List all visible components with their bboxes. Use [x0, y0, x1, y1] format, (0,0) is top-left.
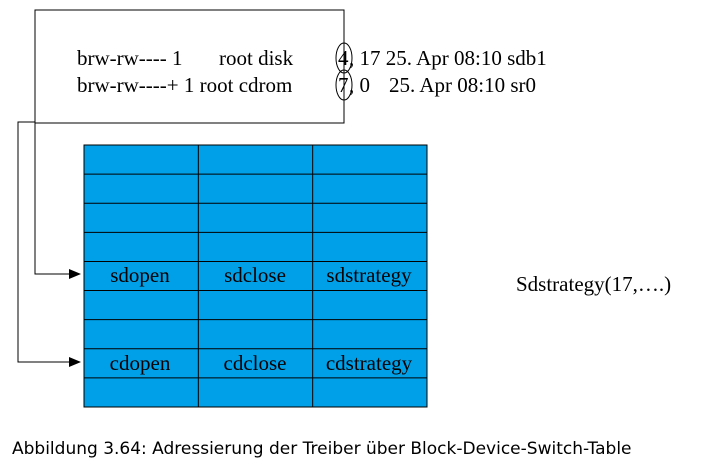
- listing-line1-perms: brw-rw---- 1: [77, 46, 183, 70]
- table-cell-cdstrategy: cdstrategy: [326, 351, 413, 375]
- listing-line1-rest: , 17 25. Apr 08:10 sdb1: [349, 46, 547, 70]
- arrow-cdrom-to-cd-row: [17, 121, 81, 367]
- listing-line1-owner-group: root disk: [219, 46, 294, 70]
- strategy-call-label: Sdstrategy(17,….): [516, 272, 671, 296]
- arrow-disk-to-sd-row: [34, 40, 81, 279]
- listing-line2-rest: , 0: [349, 73, 370, 97]
- listing-line2-date-name: 25. Apr 08:10 sr0: [389, 73, 536, 97]
- major-number-circle-cdrom: [335, 69, 353, 101]
- figure-caption: Abbildung 3.64: Adressierung der Treiber…: [12, 439, 632, 459]
- bdevsw-table-grid: [84, 145, 427, 407]
- listing-line1-major: 4: [338, 46, 349, 70]
- table-cell-cdclose: cdclose: [224, 351, 287, 375]
- listing-line2-perms: brw-rw----+ 1 root cdrom: [77, 73, 292, 97]
- major-number-circle-disk: [335, 42, 353, 74]
- bdevsw-table-fill: [84, 145, 427, 407]
- bdevsw-table-border: [83, 144, 428, 408]
- bdevsw-table: [83, 144, 428, 408]
- listing-line2-major: 7: [338, 73, 349, 97]
- table-cell-sdstrategy: sdstrategy: [326, 263, 412, 287]
- table-cell-cdopen: cdopen: [110, 351, 171, 375]
- table-cell-sdopen: sdopen: [110, 263, 170, 287]
- table-cell-sdclose: sdclose: [224, 263, 286, 287]
